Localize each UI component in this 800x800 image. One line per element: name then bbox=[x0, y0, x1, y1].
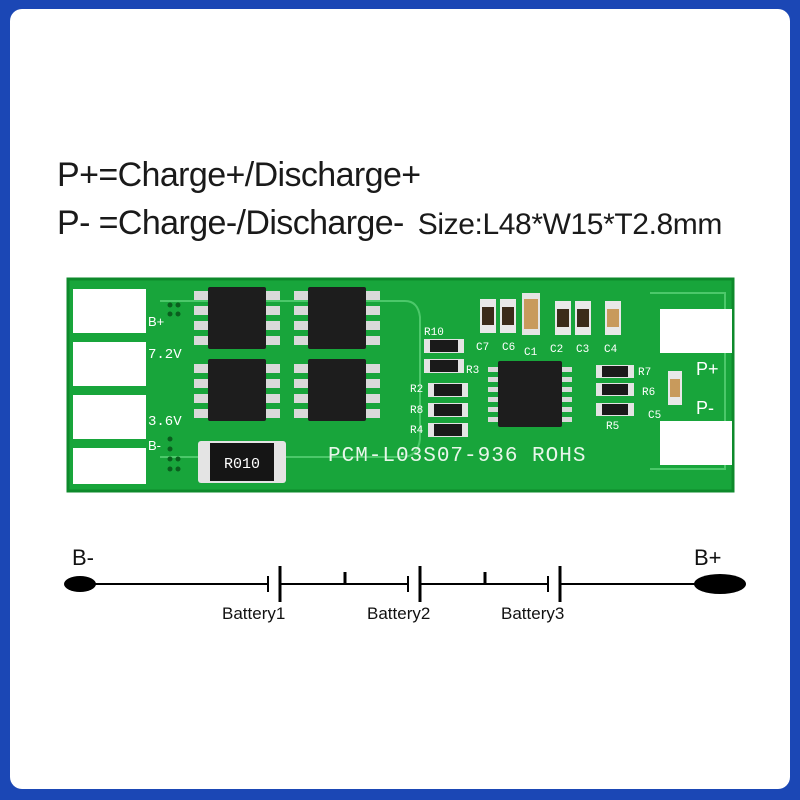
ref-labels: R10 R3 R2 R8 R4 R7 R6 R5 C7 C6 C1 C2 C3 … bbox=[410, 327, 661, 437]
ref-r3: R3 bbox=[466, 365, 479, 377]
mosfet-group bbox=[194, 287, 380, 421]
ref-r2: R2 bbox=[410, 384, 423, 396]
silk-7v2: 7.2V bbox=[148, 347, 182, 363]
protection-ic bbox=[488, 361, 572, 427]
silk-p-plus: P+ bbox=[696, 359, 719, 379]
pcb-trace-right bbox=[650, 292, 726, 470]
product-panel: P+=Charge+/Discharge+ P- =Charge-/Discha… bbox=[10, 9, 790, 789]
legend-p-minus-text: P- =Charge-/Discharge- bbox=[57, 204, 404, 242]
ref-r8: R8 bbox=[410, 405, 423, 417]
mosfet-chip-1 bbox=[208, 287, 266, 349]
silk-b-minus: B- bbox=[148, 438, 161, 453]
silk-3v6: 3.6V bbox=[148, 414, 182, 430]
vias bbox=[167, 302, 181, 472]
silk-p-minus: P- bbox=[696, 398, 714, 418]
pad-p-plus bbox=[660, 309, 732, 353]
ref-r10: R10 bbox=[424, 327, 444, 339]
ref-c6: C6 bbox=[502, 342, 515, 354]
battery-label-3: Battery3 bbox=[501, 604, 564, 623]
terminal-neg bbox=[64, 576, 96, 592]
pad-p-minus bbox=[660, 421, 732, 465]
capacitors-top bbox=[480, 293, 682, 405]
ref-r4: R4 bbox=[410, 425, 424, 437]
legend-size-text: Size:L48*W15*T2.8mm bbox=[417, 208, 723, 241]
silk-b-plus: B+ bbox=[148, 314, 164, 329]
pcb-board: B+ 7.2V 3.6V B- bbox=[66, 277, 735, 493]
terminal-neg-label: B- bbox=[72, 545, 94, 570]
mosfet-chip-3 bbox=[308, 287, 366, 349]
ref-c4: C4 bbox=[604, 344, 618, 356]
pad-b-minus bbox=[73, 448, 146, 484]
pad-7v2 bbox=[73, 342, 146, 386]
battery-label-1: Battery1 bbox=[222, 604, 285, 623]
ref-r6: R6 bbox=[642, 387, 655, 399]
pad-3v6 bbox=[73, 395, 146, 439]
resistors-right bbox=[596, 365, 634, 416]
mosfet-chip-2 bbox=[208, 359, 266, 421]
shunt-label: R010 bbox=[224, 456, 260, 473]
product-illustration: B+ 7.2V 3.6V B- bbox=[64, 277, 746, 623]
shunt-body bbox=[210, 443, 274, 481]
resistors-left bbox=[424, 339, 468, 437]
mosfet-chip-4 bbox=[308, 359, 366, 421]
ref-c3: C3 bbox=[576, 344, 589, 356]
battery-schematic: B- B+ Battery1 Battery bbox=[64, 545, 746, 623]
terminal-pos-label: B+ bbox=[694, 545, 722, 570]
legend-line-p-plus: P+=Charge+/Discharge+ bbox=[57, 156, 421, 194]
terminal-pos bbox=[694, 574, 746, 594]
pcb-trace bbox=[160, 300, 421, 458]
ref-c7: C7 bbox=[476, 342, 489, 354]
pcb-edge bbox=[66, 277, 735, 493]
board-model-label: PCM-L03S07-936 ROHS bbox=[328, 445, 586, 468]
legend-line-p-minus: P- =Charge-/Discharge- Size:L48*W15*T2.8m… bbox=[57, 204, 722, 243]
shunt-resistor: R010 bbox=[198, 441, 286, 483]
ref-c5: C5 bbox=[648, 410, 661, 422]
ref-r7: R7 bbox=[638, 367, 651, 379]
battery-label-2: Battery2 bbox=[367, 604, 430, 623]
battery-cells bbox=[267, 566, 562, 602]
ref-c2: C2 bbox=[550, 344, 563, 356]
pad-b-plus bbox=[73, 289, 146, 333]
ref-c1: C1 bbox=[524, 347, 538, 359]
ref-r5: R5 bbox=[606, 421, 619, 433]
ic-body bbox=[498, 361, 562, 427]
